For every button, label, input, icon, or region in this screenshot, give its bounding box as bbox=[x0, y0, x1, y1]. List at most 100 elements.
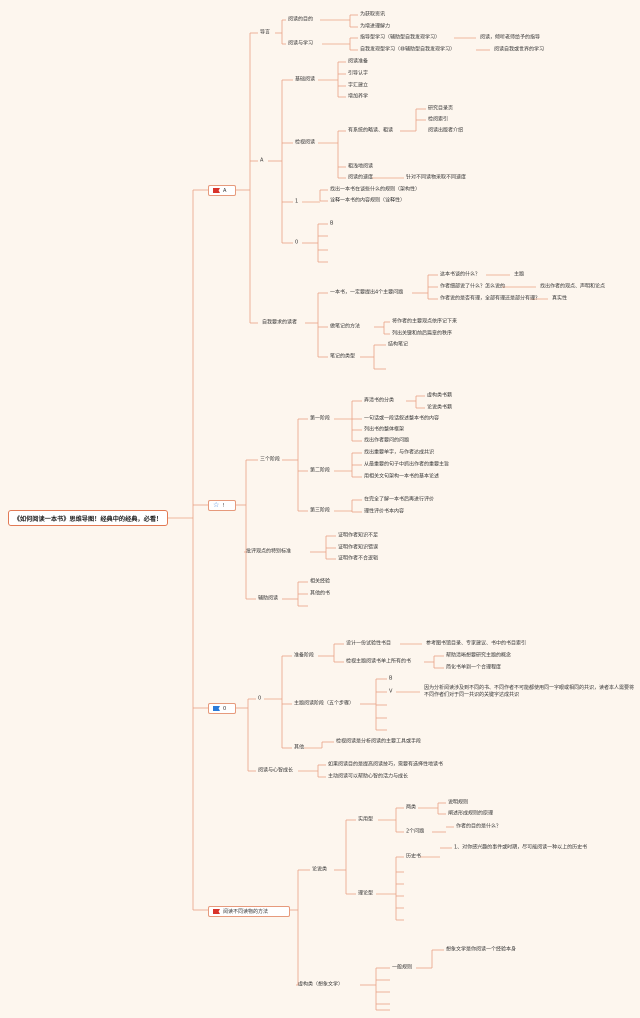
node-huoqu[interactable]: 为获取资讯 bbox=[360, 11, 386, 18]
node-chuban[interactable]: 阅读出版者介绍 bbox=[428, 127, 464, 134]
node-jianhua[interactable]: 简化书单到一个合理程度 bbox=[446, 664, 502, 671]
node-jiegou[interactable]: 结构笔记 bbox=[388, 341, 409, 348]
root-node[interactable]: 《如何阅读一本书》思维导图！经典中的经典，必看！ bbox=[8, 510, 168, 526]
node-q1[interactable]: 这本书谈的什么？ bbox=[440, 271, 481, 278]
node-b[interactable]: B bbox=[330, 220, 334, 227]
node-zhunbeijieduan[interactable]: 准备阶段 bbox=[294, 652, 315, 659]
node-zero-sub[interactable]: 0 bbox=[258, 695, 262, 702]
node-shiyong[interactable]: 实用型 bbox=[358, 816, 374, 823]
node-cudu[interactable]: 粗浅地阅读 bbox=[348, 163, 374, 170]
node-qita2-r[interactable]: 检视阅读是分析阅读的主要工具或手段 bbox=[336, 738, 422, 745]
node-xugoulei[interactable]: 虚构类（想象文学） bbox=[298, 981, 344, 988]
node-q2[interactable]: 作者细部说了什么？怎么说的 bbox=[440, 283, 506, 290]
node-bangzhu[interactable]: 帮助清晰想要研究主题的概念 bbox=[446, 652, 512, 659]
node-daoyan[interactable]: 导言 bbox=[260, 29, 271, 36]
branch-methods[interactable]: 阅读不同读物的方法 bbox=[208, 906, 290, 917]
node-zhaochuwenti[interactable]: 找出作者要问的问题 bbox=[364, 437, 410, 444]
node-liangge-r[interactable]: 作者的目的是什么？ bbox=[456, 823, 502, 830]
node-zhidao-r[interactable]: 阅读，倾听老师给予的指导 bbox=[480, 34, 541, 41]
node-o-sub[interactable]: 0 bbox=[295, 239, 299, 246]
node-biji[interactable]: 做笔记的方法 bbox=[330, 323, 361, 330]
node-xiangguan[interactable]: 相关经验 bbox=[310, 578, 331, 585]
node-xl1[interactable]: 如果阅读目的是提高阅读技巧，需要有选择性地读书 bbox=[328, 761, 444, 768]
node-zhunbei[interactable]: 阅读准备 bbox=[348, 58, 369, 65]
node-zhongyao[interactable]: 找出重要单字，与作者达成共识 bbox=[364, 449, 435, 456]
red-flag-icon bbox=[213, 188, 220, 193]
node-lunshuo[interactable]: 论说类书籍 bbox=[427, 404, 453, 411]
node-lijie[interactable]: 为增进理解力 bbox=[360, 23, 391, 30]
node-wanquan[interactable]: 在完全了解一本书后再进行评价 bbox=[364, 496, 435, 503]
node-one[interactable]: 1 bbox=[295, 198, 299, 205]
node-sudu-r[interactable]: 针对不同读物采取不同速度 bbox=[406, 174, 467, 181]
node-s-b[interactable]: B bbox=[389, 675, 393, 682]
node-di3[interactable]: 第三阶段 bbox=[310, 507, 331, 514]
node-zhaochu[interactable]: 找出一本书在谈些什么的规则（架构性） bbox=[330, 186, 421, 193]
node-biji1[interactable]: 将作者的主要观点依序记下来 bbox=[392, 318, 458, 325]
branch-a[interactable]: A bbox=[208, 185, 236, 196]
node-fenlei[interactable]: 弄清书的分类 bbox=[364, 397, 395, 404]
node-qita2[interactable]: 其他 bbox=[294, 744, 305, 751]
node-biji2[interactable]: 列出关键和前后篇章的秩序 bbox=[392, 330, 453, 337]
node-zifaxian-r[interactable]: 阅读自我或世界的学习 bbox=[494, 46, 545, 53]
branch-star[interactable]: ☆ ! bbox=[208, 500, 236, 511]
node-jichu[interactable]: 基础阅读 bbox=[295, 76, 316, 83]
node-fuzhu[interactable]: 辅助阅读 bbox=[258, 595, 279, 602]
node-q3-r[interactable]: 真实性 bbox=[552, 295, 568, 302]
node-sheji-r[interactable]: 参考图书馆目录、专家建议、书中的书目索引 bbox=[426, 640, 527, 647]
node-lilun[interactable]: 理论型 bbox=[358, 890, 374, 897]
node-yiban-r[interactable]: 想象文学是你阅读一个经验本身 bbox=[446, 946, 517, 953]
node-leixing[interactable]: 笔记的类型 bbox=[330, 353, 356, 360]
node-kuangjia[interactable]: 用相关文句架构一本书的基本论述 bbox=[364, 473, 440, 480]
node-sheji[interactable]: 设计一份试验性书目 bbox=[346, 640, 392, 647]
branch-o[interactable]: 0 bbox=[208, 703, 236, 714]
node-pp3[interactable]: 证明作者不合逻辑 bbox=[338, 555, 379, 562]
node-s-v-r[interactable]: 因为分析阅读涉及到不同的书、不同作者不可能都使用同一字眼或相同的共识，读者本人需… bbox=[424, 685, 635, 698]
node-qita[interactable]: 其他的书 bbox=[310, 590, 331, 597]
node-yanjiu[interactable]: 研究目录页 bbox=[428, 105, 454, 112]
node-liangge[interactable]: 2个问题 bbox=[406, 828, 425, 835]
node-xl2[interactable]: 主动阅读可以帮助心智的活力与成长 bbox=[328, 773, 409, 780]
node-yiban[interactable]: 一般规则 bbox=[392, 964, 413, 971]
node-lishi[interactable]: 历史书 bbox=[406, 853, 422, 860]
node-quanshi[interactable]: 诠释一本书的内容规则（诠释性） bbox=[330, 197, 406, 204]
node-jianshi2[interactable]: 检视主题阅读书单上所有的书 bbox=[346, 658, 412, 665]
branch-o-label: 0 bbox=[223, 705, 227, 712]
node-di1[interactable]: 第一阶段 bbox=[310, 415, 331, 422]
node-lixing[interactable]: 理性评价书本内容 bbox=[364, 508, 405, 515]
node-pp1[interactable]: 证明作者知识不足 bbox=[338, 532, 379, 539]
node-lieda[interactable]: 列出书的整体框架 bbox=[364, 426, 405, 433]
node-s-v[interactable]: V bbox=[389, 688, 393, 695]
node-lishi-r[interactable]: 1、对你感兴趣的事件或时期，尽可能阅读一种以上的历史书 bbox=[454, 844, 588, 851]
node-youxitong[interactable]: 有系统的略读、粗读 bbox=[348, 127, 394, 134]
node-xugou[interactable]: 虚构类书籍 bbox=[427, 392, 453, 399]
node-lianglei[interactable]: 两类 bbox=[406, 804, 417, 811]
node-chanshu[interactable]: 阐述形成规则的原理 bbox=[448, 810, 494, 817]
node-juzi[interactable]: 从最重要的句子中抓出作者的重要主旨 bbox=[364, 461, 450, 468]
node-di2[interactable]: 第二阶段 bbox=[310, 467, 331, 474]
node-q2-r[interactable]: 找出作者的观点、声明和论点 bbox=[540, 283, 606, 290]
node-xuexi[interactable]: 阅读与学习 bbox=[288, 40, 314, 47]
node-xinling[interactable]: 阅读与心智成长 bbox=[258, 767, 294, 774]
node-zhuti[interactable]: 主题阅读阶段（五个步骤） bbox=[294, 700, 355, 707]
node-cizi[interactable]: 字汇建立 bbox=[348, 82, 369, 89]
node-yindao[interactable]: 引导认字 bbox=[348, 70, 369, 77]
node-yijuhua[interactable]: 一句话或一段话叙述整本书的内容 bbox=[364, 415, 440, 422]
node-sudu[interactable]: 阅读的速度 bbox=[348, 174, 374, 181]
node-a-sub[interactable]: A bbox=[260, 157, 264, 164]
node-yiben[interactable]: 一本书，一定要提出4个主要问题 bbox=[330, 289, 404, 296]
node-mudi[interactable]: 阅读的目的 bbox=[288, 16, 314, 23]
branch-a-label: A bbox=[223, 187, 227, 194]
node-pp2[interactable]: 证明作者知识错误 bbox=[338, 544, 379, 551]
node-jianshi[interactable]: 检视阅读 bbox=[295, 139, 316, 146]
node-zifaxian[interactable]: 自我发现型学习（非辅助型自我发现学习） bbox=[360, 46, 456, 53]
node-q3[interactable]: 作者说的是否有理，全部有理还是部分有理？ bbox=[440, 295, 541, 302]
node-sange[interactable]: 三个阶段 bbox=[260, 456, 281, 463]
node-zengjia[interactable]: 增加养学 bbox=[348, 93, 369, 100]
node-jiansuo[interactable]: 检阅索引 bbox=[428, 116, 449, 123]
node-shuoming[interactable]: 说明规则 bbox=[448, 799, 469, 806]
node-zhidao[interactable]: 指导型学习（辅助型自我发现学习） bbox=[360, 34, 441, 41]
node-q1-r[interactable]: 主题 bbox=[514, 271, 525, 278]
node-lunshuolei[interactable]: 论说类 bbox=[312, 866, 328, 873]
node-piping[interactable]: 批评观点的特别标准 bbox=[246, 548, 292, 555]
node-ziwo[interactable]: 自我要求的读者 bbox=[262, 319, 298, 326]
